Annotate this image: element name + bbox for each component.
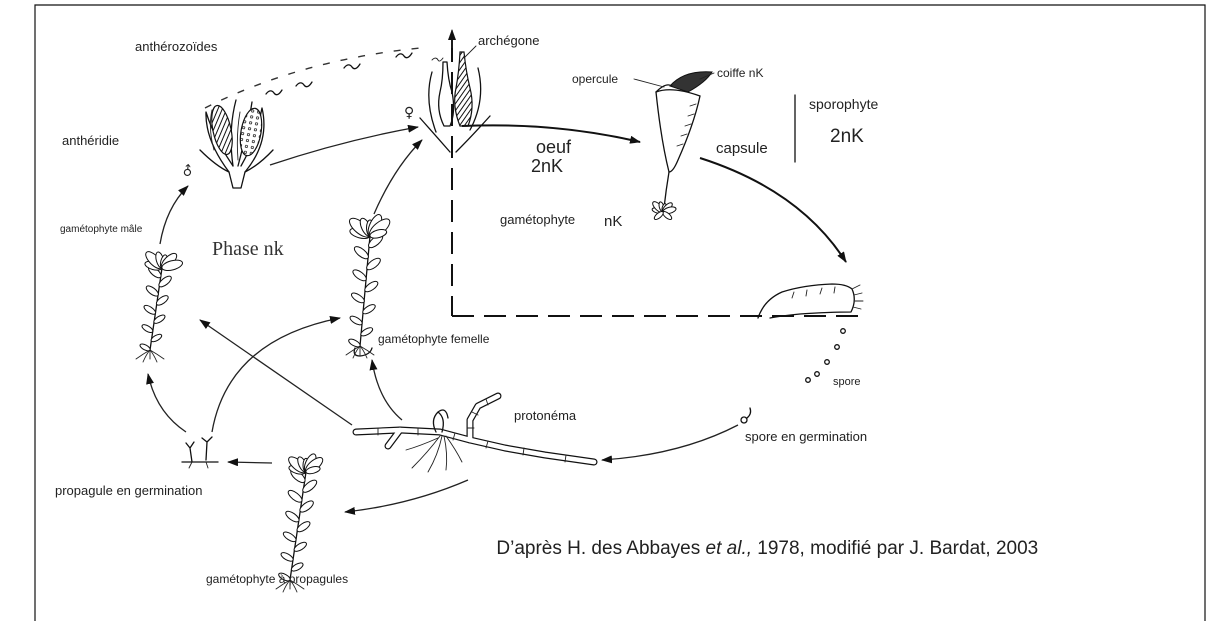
arrow-protonema-to-propagule-gametophyte — [345, 480, 468, 512]
leaf — [350, 291, 366, 305]
arrow-spore-to-protonema — [602, 425, 738, 460]
leaf — [280, 551, 295, 563]
archegonium-leaf — [429, 72, 436, 132]
propagule-sprout — [202, 437, 212, 460]
arrow-propagule-to-female — [212, 318, 340, 432]
paraphysis — [237, 112, 240, 160]
leaf — [282, 530, 298, 543]
antherozoid — [296, 82, 312, 87]
arrow-capsule-to-spores — [700, 158, 846, 262]
mature-capsule — [758, 284, 854, 318]
antherozoid-near-neck — [432, 58, 443, 61]
capsule-hairs — [792, 287, 835, 298]
label-gametophyte-femelle: gamétophyte femelle — [378, 332, 490, 346]
arrow-male-to-antheridium — [160, 186, 188, 244]
antherozoid — [396, 53, 412, 58]
label-oeuf-ploidy: 2nK — [531, 156, 563, 176]
capsule-base-gametophyte — [651, 200, 677, 221]
leaf — [145, 284, 160, 298]
credit-prefix: D’après H. des Abbayes — [496, 538, 705, 559]
label-propagule-germination: propagule en germination — [55, 483, 202, 498]
label-capsule: capsule — [716, 140, 768, 157]
archegone-leader — [464, 46, 476, 58]
spores — [806, 329, 846, 383]
germinating-spore-body — [741, 417, 747, 423]
leaf — [139, 343, 151, 353]
calyptra — [670, 72, 712, 92]
antheridium-drawing — [200, 100, 273, 188]
label-gametophyte-male: gamétophyte mâle — [60, 224, 143, 235]
leaf — [141, 323, 154, 334]
antherozoid — [344, 64, 360, 69]
credit-line: D’après H. des Abbayes et al., 1978, mod… — [470, 538, 1054, 559]
antherozoid — [266, 90, 282, 95]
spore-dot — [806, 378, 811, 383]
spore-dot — [835, 345, 840, 350]
propagule-sprout — [186, 442, 194, 462]
label-sporophyte: sporophyte — [809, 96, 878, 112]
opercule-leader — [634, 79, 664, 87]
germinating-spore — [741, 408, 751, 423]
leaf — [351, 268, 368, 283]
label-phase: Phase nk — [212, 238, 284, 260]
antherozoid-path — [205, 48, 420, 108]
spore-dot — [815, 372, 820, 377]
label-antheridie: anthéridie — [62, 133, 119, 148]
spore-dot — [825, 360, 830, 365]
propagule-rhizoid — [189, 462, 208, 468]
figure-frame — [35, 5, 1205, 621]
leaf — [284, 509, 301, 524]
rhizoid — [150, 350, 164, 359]
label-gametophyte-propagules: gamétophyte à propagules — [206, 572, 348, 586]
label-spore: spore — [833, 376, 861, 388]
label-antherozoides: anthérozoïdes — [135, 39, 218, 54]
arrow-protonema-to-female — [372, 360, 402, 420]
male-symbol: ♂ — [179, 162, 198, 181]
antherozoids — [266, 53, 412, 95]
credit-suffix: 1978, modifié par J. Bardat, 2003 — [752, 538, 1038, 559]
female-symbol: ♀ — [404, 105, 414, 121]
label-coiffe: coiffe nK — [717, 66, 763, 80]
label-protonema: protonéma — [514, 408, 577, 423]
archegonium-flask-hatched — [455, 52, 472, 126]
arrow-propagule-to-male — [148, 374, 186, 432]
arrow-antheridium-to-archegonium — [270, 127, 418, 165]
leaf — [348, 338, 362, 349]
credit-italic: et al., — [706, 538, 752, 559]
antheridium-cup — [200, 150, 273, 188]
mature-capsule-drawing — [758, 284, 863, 318]
label-sporophyte-ploidy: 2nK — [830, 126, 864, 147]
antheridium-sac-dotted — [237, 107, 265, 158]
label-gametophyte: gamétophyte — [500, 212, 575, 227]
capsule-body — [656, 90, 700, 172]
arrow-gametophyte-to-propagule — [228, 462, 272, 463]
leaf — [286, 488, 303, 504]
germinating-propagules — [182, 437, 218, 468]
archegonium-drawing — [420, 52, 490, 152]
protonema-rhizoids — [406, 436, 462, 472]
label-gametophyte-ploidy: nK — [604, 213, 622, 230]
label-spore-germination: spore en germination — [745, 429, 867, 444]
label-opercule: opercule — [572, 72, 618, 86]
leaf — [349, 314, 364, 326]
arrow-female-to-archegonium — [374, 140, 422, 214]
label-archegone: archégone — [478, 33, 539, 48]
archegonium-cup-left — [420, 118, 450, 152]
germinating-spore-tube — [747, 408, 751, 418]
label-oeuf: oeuf — [536, 137, 572, 157]
spore-dot — [841, 329, 846, 334]
arrow-protonema-to-male — [200, 320, 352, 425]
leaf — [143, 304, 157, 316]
seta — [664, 172, 669, 208]
male-gametophyte-drawing — [136, 249, 184, 362]
sporophyte-drawing — [656, 72, 712, 208]
leaf — [352, 244, 370, 260]
